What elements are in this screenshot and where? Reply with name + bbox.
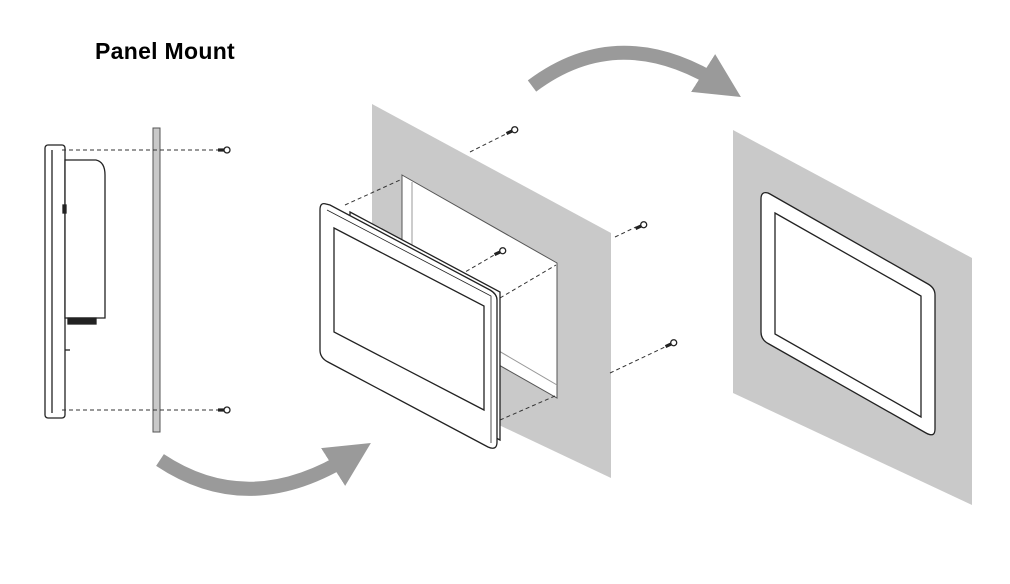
diagram-title: Panel Mount [95,38,236,64]
side-view-step [44,127,231,433]
screw-icon [217,406,231,414]
mounted-step [733,130,972,505]
insertion-step [319,104,679,478]
screw-icon [217,146,231,154]
curved-arrow-icon [527,45,741,98]
monitor-mounted [760,191,936,436]
curved-arrow-icon [156,442,371,496]
alignment-lines [62,149,218,411]
monitor-side-profile [44,144,106,419]
screw-icon [663,338,679,350]
monitor-front [319,202,501,449]
screw-icon [633,220,649,232]
mounting-panel-edge [152,127,161,433]
alignment-lines [344,132,668,421]
screw-icon [504,125,520,137]
